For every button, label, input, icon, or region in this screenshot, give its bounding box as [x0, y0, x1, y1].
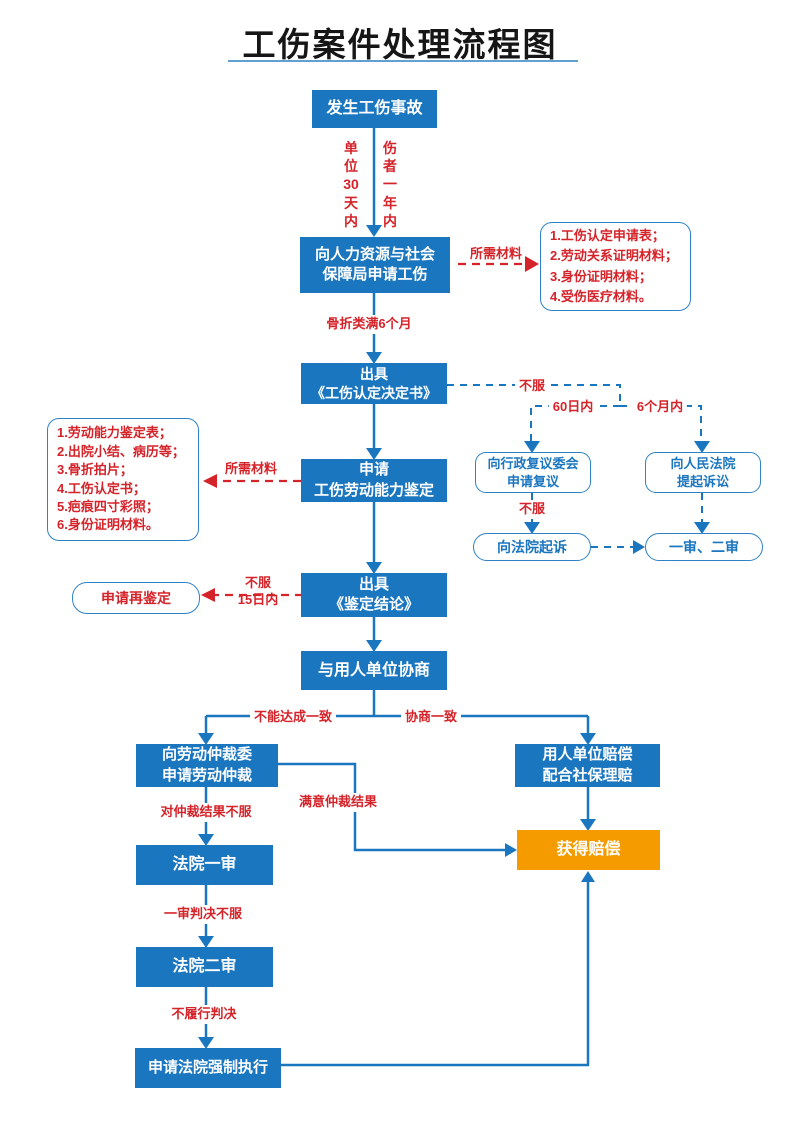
materials-apply-box: 1.工伤认定申请表； 2.劳动关系证明材料； 3.身份证明材料； 4.受伤医疗材… [540, 222, 691, 311]
materials-appraisal-list: 1.劳动能力鉴定表； 2.出院小结、病历等； 3.骨折拍片； 4.工伤认定书； … [57, 425, 185, 533]
node-accident: 发生工伤事故 [312, 90, 437, 128]
title-underline [228, 60, 578, 62]
label-satisfied-arbitration: 满意仲裁结果 [294, 793, 382, 812]
label-dissatisfied-15days: 不服 15日内 [237, 575, 279, 607]
label-materials-needed-right: 所需材料 [469, 246, 523, 261]
dashed-red-connectors [215, 262, 525, 597]
label-dissatisfied-arbitration: 对仲裁结果不服 [156, 803, 256, 822]
label-victim-1year: 伤 者 一 年 内 [383, 140, 397, 229]
node-decision: 出具 《工伤认定决定书》 [301, 363, 447, 404]
label-unit-30days: 单 位 30 天 内 [343, 140, 359, 229]
label-agreement: 协商一致 [400, 708, 462, 727]
label-dissatisfied-first-trial: 一审判决不服 [159, 905, 247, 924]
label-materials-needed-left: 所需材料 [224, 461, 278, 476]
node-apply-appraisal: 申请 工伤劳动能力鉴定 [301, 459, 447, 502]
node-court-first: 法院一审 [136, 845, 273, 885]
materials-appraisal-box: 1.劳动能力鉴定表； 2.出院小结、病历等； 3.骨折拍片； 4.工伤认定书； … [47, 418, 199, 541]
node-enforcement: 申请法院强制执行 [135, 1048, 281, 1088]
label-no-agreement: 不能达成一致 [249, 708, 337, 727]
node-apply-hr: 向人力资源与社会 保障局申请工伤 [300, 237, 450, 293]
label-within-60days: 60日内 [548, 398, 598, 417]
node-compensation: 获得赔偿 [517, 830, 660, 870]
node-conclusion: 出具 《鉴定结论》 [301, 573, 447, 617]
node-sue-court: 向法院起诉 [473, 533, 591, 561]
node-admin-review: 向行政复议委会 申请复议 [475, 452, 591, 493]
node-employer-pay: 用人单位赔偿 配合社保理赔 [515, 744, 660, 787]
blue-arrowheads [198, 225, 710, 1049]
red-arrowheads [201, 256, 539, 602]
node-re-appraisal: 申请再鉴定 [72, 582, 200, 614]
node-court-second: 法院二审 [136, 947, 273, 987]
label-dissatisfied-2: 不服 [514, 500, 550, 519]
label-dissatisfied-1: 不服 [514, 377, 550, 396]
node-file-lawsuit: 向人民法院 提起诉讼 [645, 452, 761, 493]
node-arbitration: 向劳动仲裁委 申请劳动仲裁 [136, 744, 278, 787]
materials-apply-list: 1.工伤认定申请表； 2.劳动关系证明材料； 3.身份证明材料； 4.受伤医疗材… [550, 228, 678, 304]
label-no-compliance: 不履行判决 [167, 1005, 241, 1024]
node-negotiate: 与用人单位协商 [301, 651, 447, 690]
label-within-6months: 6个月内 [632, 398, 688, 417]
label-fracture-6months: 骨折类满6个月 [322, 315, 416, 334]
page-title: 工伤案件处理流程图 [242, 26, 558, 63]
node-trials: 一审、二审 [645, 533, 763, 561]
